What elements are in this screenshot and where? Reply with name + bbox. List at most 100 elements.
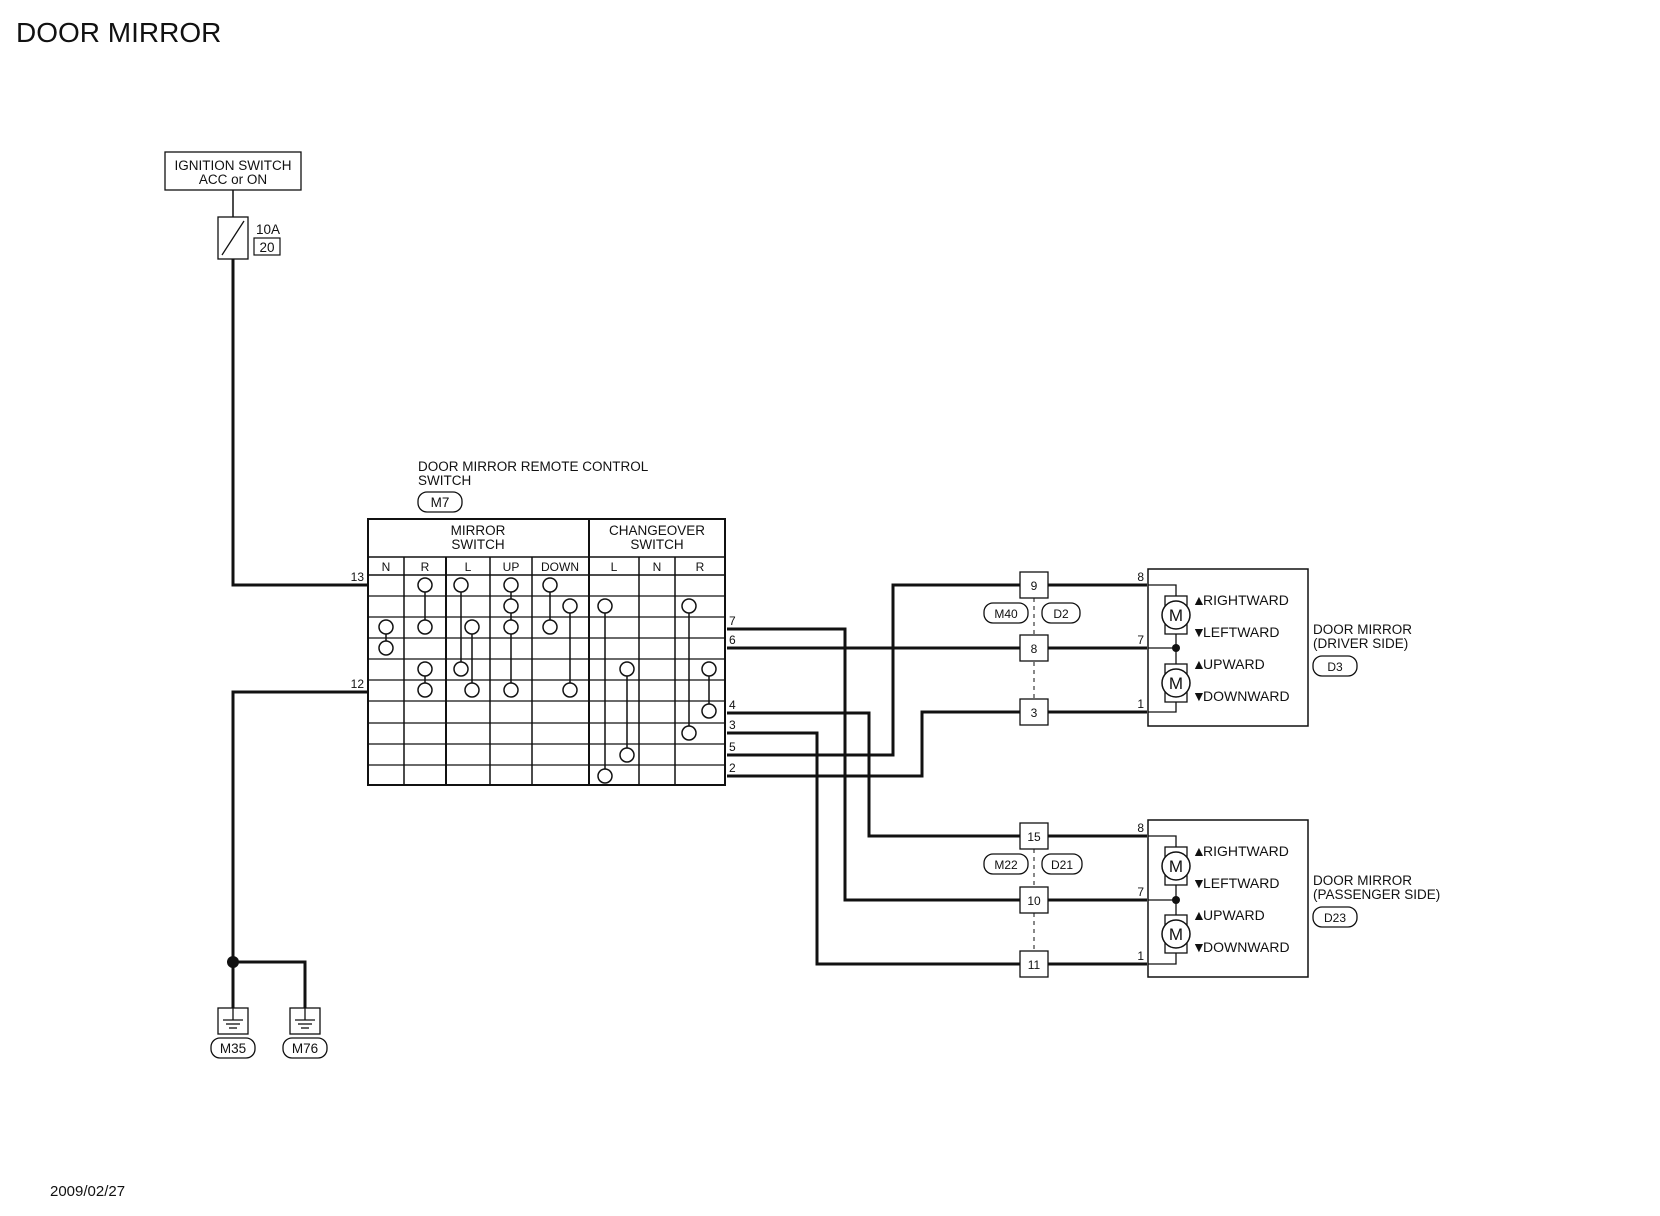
switch-contact: [542, 577, 558, 593]
ground-m35-label: M35: [220, 1041, 246, 1056]
driver-label-rightward: RIGHTWARD: [1203, 592, 1289, 608]
driver-arrow-up-2: ▲: [1192, 656, 1206, 672]
col-label-down: DOWN: [541, 560, 579, 574]
joint-connector-lower: 15 10 11 M22 D21: [983, 822, 1083, 978]
passenger-mirror-connector: D23: [1324, 911, 1346, 925]
joint-connector-d21: D21: [1051, 858, 1073, 872]
passenger-mirror-name-1: DOOR MIRROR: [1313, 873, 1412, 888]
revision-date: 2009/02/27: [50, 1183, 125, 1200]
switch-contact: [503, 682, 519, 698]
ground-m76-label: M76: [292, 1041, 318, 1056]
passenger-mirror-name-2: (PASSENGER SIDE): [1313, 887, 1440, 902]
fuse: 10A 20: [217, 216, 281, 260]
passenger-label-upward: UPWARD: [1203, 907, 1265, 923]
switch-contact: [417, 661, 433, 677]
passenger-pin-8: 8: [1137, 821, 1144, 835]
passenger-motor-1: M: [1169, 857, 1183, 876]
col-label-up: UP: [503, 560, 520, 574]
switch-contact: [681, 725, 697, 741]
switch-contact: [542, 619, 558, 635]
driver-arrow-up-1: ▲: [1192, 592, 1206, 608]
joint-pin-9: 9: [1031, 579, 1038, 593]
joint-connector-m40: M40: [994, 607, 1018, 621]
switch-pin-13: 13: [351, 570, 365, 584]
switch-contacts: [378, 577, 717, 784]
switch-grid-rows: [368, 595, 725, 766]
ignition-switch: IGNITION SWITCH ACC or ON: [164, 151, 302, 191]
switch-contact: [417, 682, 433, 698]
passenger-pin-7: 7: [1137, 885, 1144, 899]
switch-contact: [503, 598, 519, 614]
driver-label-downward: DOWNWARD: [1203, 688, 1290, 704]
ignition-switch-state: ACC or ON: [199, 172, 267, 187]
passenger-mirror: 8 7 1 M M ▲ RIGHTWARD ▼ LEFTWARD ▲ UPWAR…: [1137, 819, 1440, 978]
switch-contact: [619, 661, 635, 677]
driver-mirror-name-2: (DRIVER SIDE): [1313, 636, 1408, 651]
remote-switch-connector: M7: [431, 495, 450, 510]
joint-pin-8: 8: [1031, 642, 1038, 656]
switch-contact: [681, 598, 697, 614]
passenger-pin-1: 1: [1137, 949, 1144, 963]
passenger-arrow-up-1: ▲: [1192, 843, 1206, 859]
passenger-arrow-down-1: ▼: [1192, 875, 1206, 891]
changeover-switch-header-2: SWITCH: [630, 537, 683, 552]
joint-pin-10: 10: [1027, 894, 1041, 908]
passenger-motor-2: M: [1169, 925, 1183, 944]
driver-motor-2: M: [1169, 674, 1183, 693]
switch-pin-3: 3: [729, 718, 736, 732]
switch-contact: [597, 768, 613, 784]
switch-contact: [701, 661, 717, 677]
switch-contact: [503, 577, 519, 593]
switch-grid: [367, 518, 726, 786]
switch-contact: [597, 598, 613, 614]
driver-label-upward: UPWARD: [1203, 656, 1265, 672]
passenger-label-downward: DOWNWARD: [1203, 939, 1290, 955]
ground-m76: M76: [282, 1007, 328, 1059]
driver-mirror: 8 7 1 M M ▲ RIGHTWARD ▼ LEFTWARD ▲ UPWAR…: [1137, 568, 1412, 727]
switch-contact: [378, 640, 394, 656]
joint-connector-upper: 9 8 3 M40 D2: [983, 571, 1081, 726]
ground-m35: M35: [210, 1007, 256, 1059]
col-label-changeover-l: L: [611, 560, 618, 574]
switch-pin-2: 2: [729, 761, 736, 775]
joint-pin-15: 15: [1027, 830, 1041, 844]
joint-connector-d2: D2: [1053, 607, 1069, 621]
ground-splice-dot: [227, 956, 239, 968]
switch-contact: [453, 577, 469, 593]
switch-contact: [701, 703, 717, 719]
col-label-r: R: [421, 560, 430, 574]
fuse-number: 20: [259, 240, 274, 255]
joint-pin-11: 11: [1028, 958, 1041, 972]
switch-contact: [562, 598, 578, 614]
switch-contact: [417, 577, 433, 593]
switch-pin-7: 7: [729, 614, 736, 628]
ignition-switch-label: IGNITION SWITCH: [175, 158, 292, 173]
driver-pin-8: 8: [1137, 570, 1144, 584]
driver-pin-7: 7: [1137, 633, 1144, 647]
switch-pin-4: 4: [729, 698, 736, 712]
driver-mirror-connector: D3: [1327, 660, 1343, 674]
driver-arrow-down-1: ▼: [1192, 624, 1206, 640]
fuse-rating: 10A: [256, 222, 280, 237]
switch-contact: [417, 619, 433, 635]
col-label-n: N: [382, 560, 391, 574]
passenger-label-leftward: LEFTWARD: [1203, 875, 1279, 891]
switch-contact: [562, 682, 578, 698]
page-title: DOOR MIRROR: [16, 17, 221, 48]
switch-contact: [464, 619, 480, 635]
joint-connector-m22: M22: [994, 858, 1018, 872]
col-label-l: L: [465, 560, 472, 574]
switch-contact: [453, 661, 469, 677]
switch-contact: [464, 682, 480, 698]
passenger-arrow-up-2: ▲: [1192, 907, 1206, 923]
switch-contact: [378, 619, 394, 635]
switch-pin-5: 5: [729, 740, 736, 754]
mirror-switch-header-2: SWITCH: [451, 537, 504, 552]
joint-pin-3: 3: [1031, 706, 1038, 720]
mirror-switch-header-1: MIRROR: [451, 523, 506, 538]
driver-motor-1: M: [1169, 606, 1183, 625]
remote-switch-name-2: SWITCH: [418, 473, 471, 488]
driver-pin-1: 1: [1137, 697, 1144, 711]
remote-switch-name-1: DOOR MIRROR REMOTE CONTROL: [418, 459, 649, 474]
switch-contact: [503, 619, 519, 635]
